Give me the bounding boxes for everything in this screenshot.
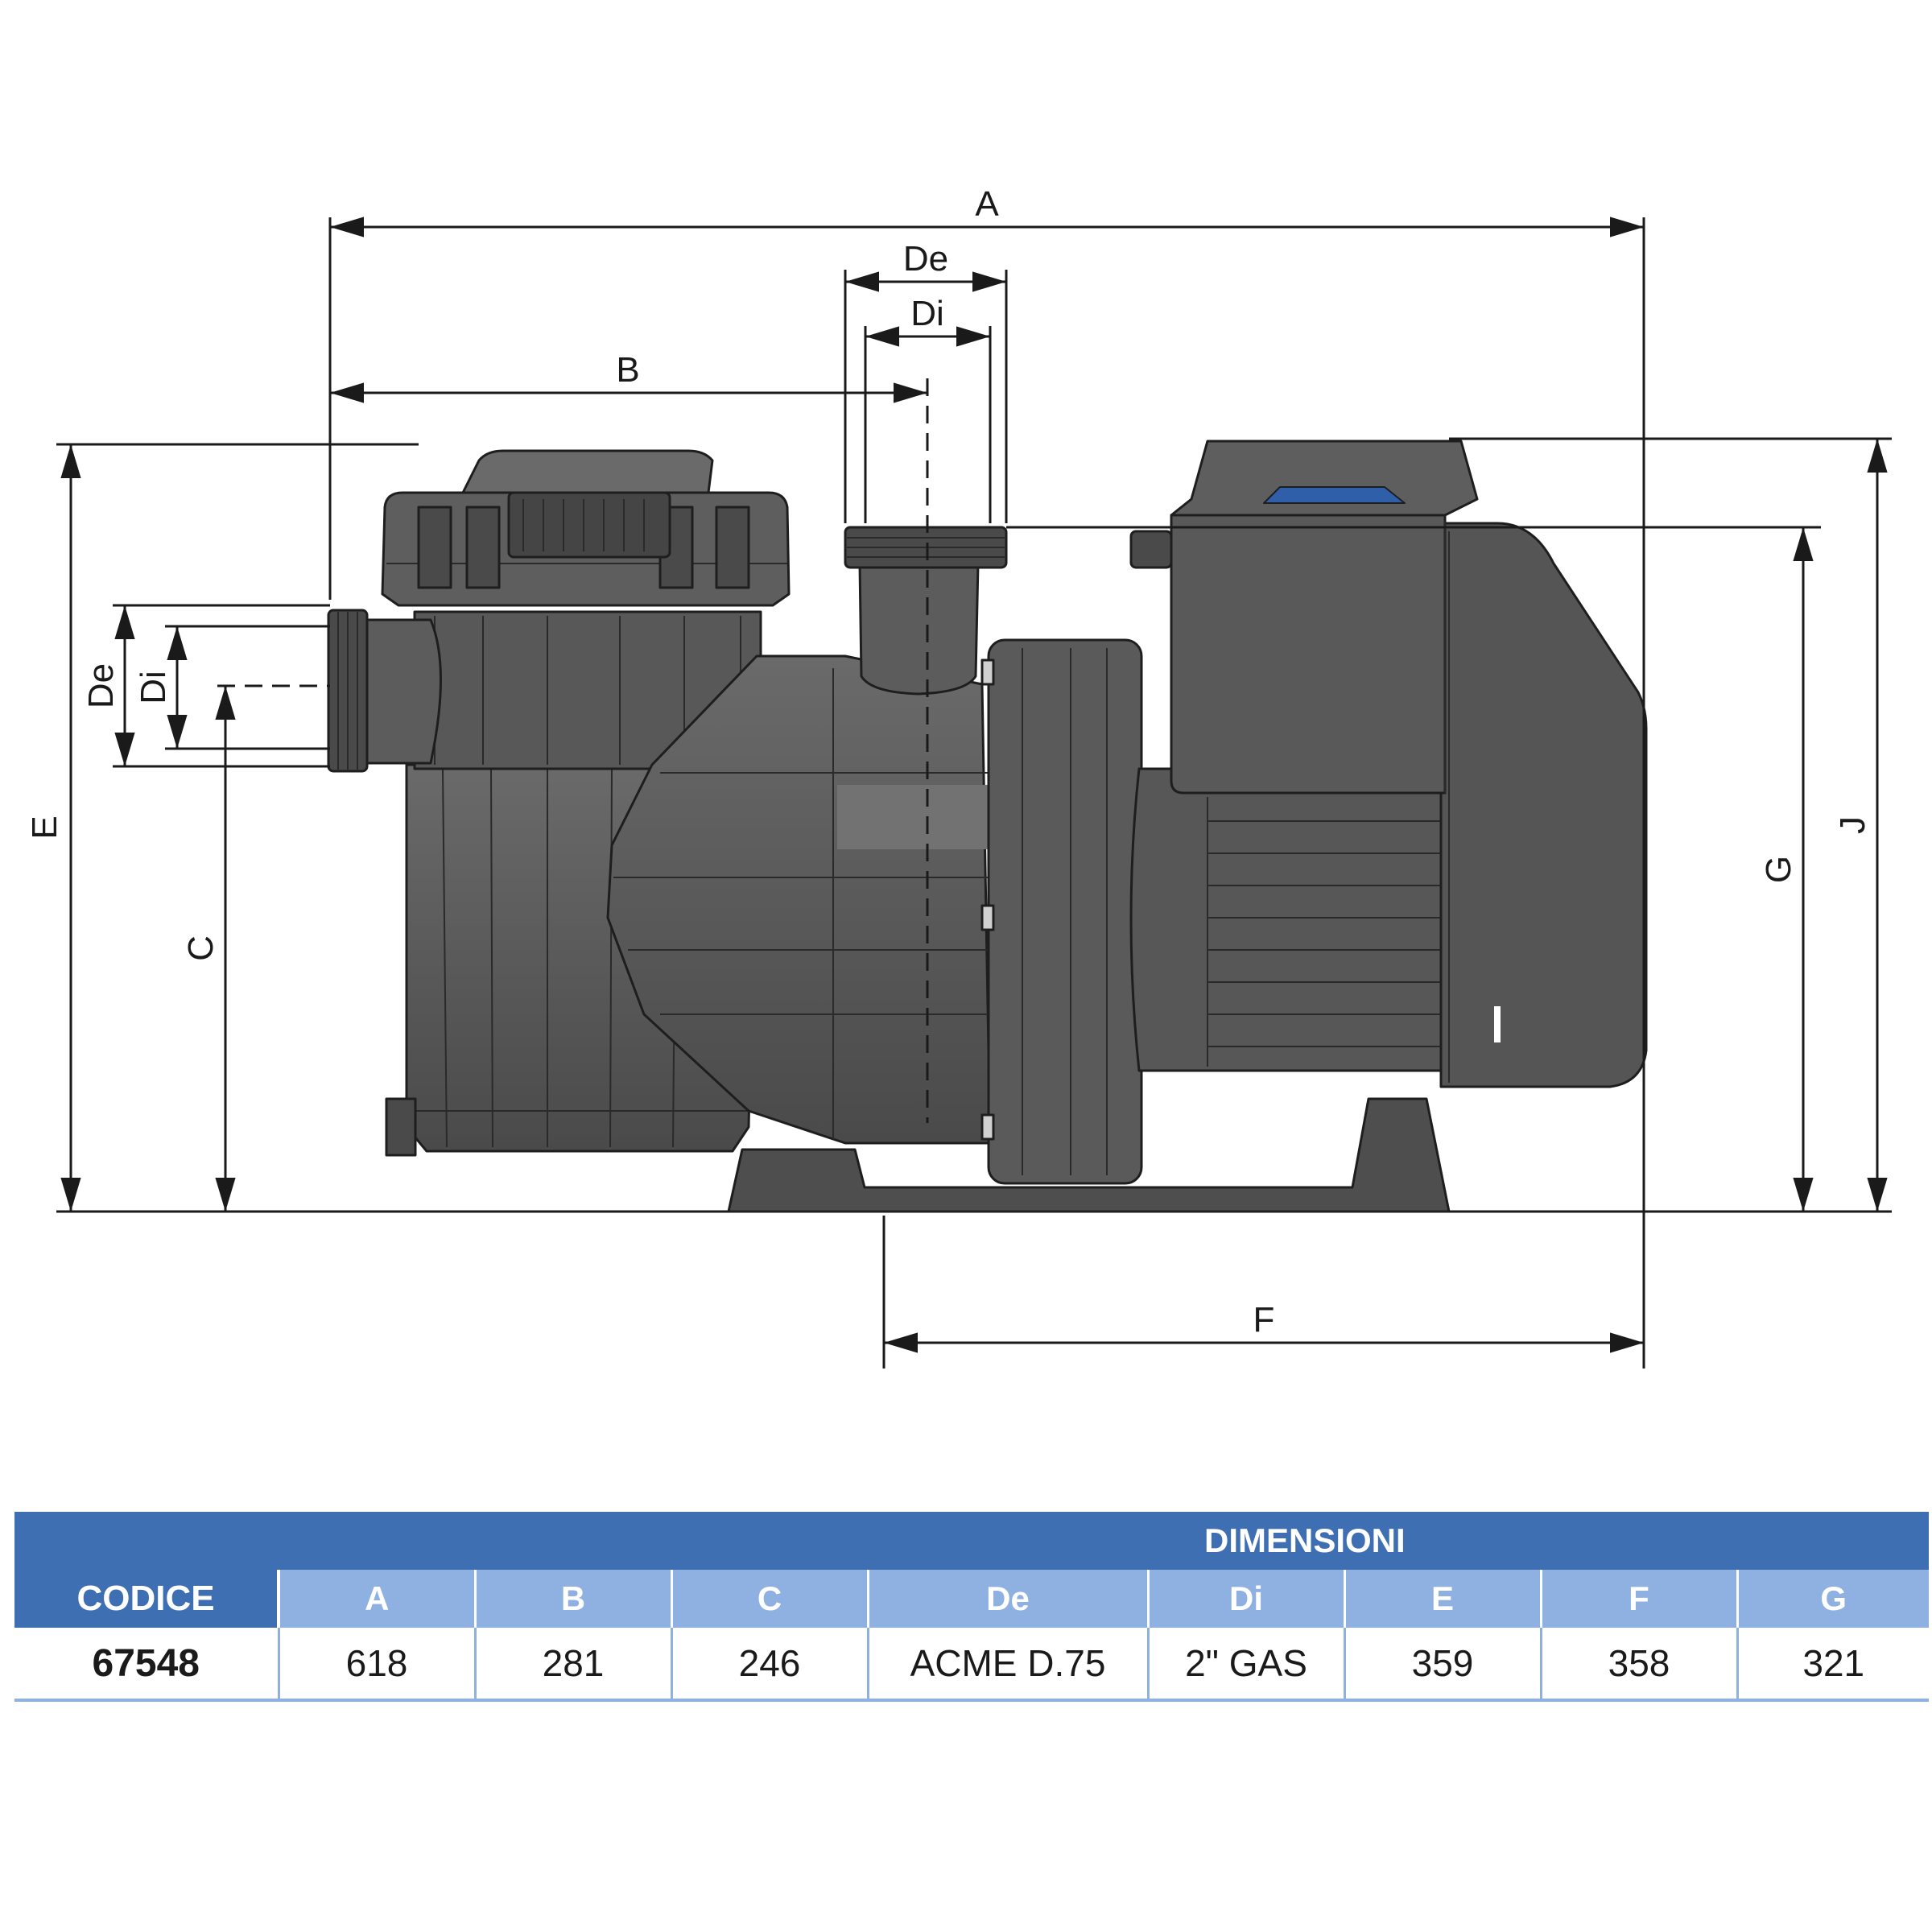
- lid-knob: [507, 491, 671, 559]
- label-De-left: De: [81, 663, 121, 708]
- header-col: A: [279, 1570, 477, 1628]
- lid-handle: [461, 449, 714, 494]
- header-col: C: [671, 1570, 869, 1628]
- label-Di-left: Di: [134, 671, 173, 704]
- motor-flange: [987, 638, 1143, 1185]
- pump-dimension-drawing: A B De Di F E C De Di G J: [25, 184, 1892, 1368]
- label-G: G: [1759, 856, 1798, 883]
- label-E: E: [25, 815, 64, 839]
- table-cell: 2" GAS: [1148, 1628, 1346, 1702]
- label-De-top: De: [903, 239, 948, 279]
- control-top: [1170, 440, 1479, 517]
- cable-gland: [1129, 530, 1173, 569]
- label-A: A: [975, 184, 999, 224]
- header-codice: CODICE: [14, 1570, 280, 1628]
- control-unit: [1170, 514, 1447, 795]
- table-cell: 281: [475, 1628, 673, 1702]
- header-col: E: [1344, 1570, 1542, 1628]
- header-col: F: [1541, 1570, 1739, 1628]
- motor-body: [1129, 767, 1443, 1072]
- table-group-header-row: DIMENSIONI: [14, 1512, 1929, 1570]
- label-J: J: [1833, 816, 1872, 834]
- pump-illustration: [327, 440, 1648, 1213]
- header-col: De: [868, 1570, 1150, 1628]
- pump-base: [727, 1097, 1451, 1213]
- table-cell: 358: [1541, 1628, 1739, 1702]
- label-B: B: [616, 350, 639, 390]
- table-cell: 321: [1737, 1628, 1929, 1702]
- fan-cover: [1439, 522, 1648, 1088]
- control-display: [1263, 486, 1406, 504]
- dimensions-table: DIMENSIONI CODICE A B C De Di E F G 6754…: [14, 1512, 1929, 1702]
- table-cell: 618: [279, 1628, 477, 1702]
- table-cell: 359: [1344, 1628, 1542, 1702]
- group-header-dimensioni: DIMENSIONI: [1148, 1512, 1929, 1570]
- table-row: 67548 618 281 246 ACME D.75 2" GAS 359 3…: [14, 1628, 1929, 1702]
- cell-codice: 67548: [14, 1628, 280, 1702]
- header-col: G: [1737, 1570, 1929, 1628]
- label-Di-top: Di: [910, 294, 944, 333]
- table-header-row: CODICE A B C De Di E F G: [14, 1570, 1929, 1628]
- drain-plug: [385, 1097, 417, 1157]
- header-col: B: [475, 1570, 673, 1628]
- dimension-lines: [56, 217, 1892, 1368]
- dimension-labels: A B De Di F E C De Di G J: [25, 184, 1872, 1340]
- inlet-pipe: [365, 618, 442, 765]
- outlet-pipe: [858, 562, 980, 696]
- label-F: F: [1253, 1300, 1275, 1340]
- table-cell: ACME D.75: [868, 1628, 1150, 1702]
- label-C: C: [181, 935, 221, 961]
- header-col: Di: [1148, 1570, 1346, 1628]
- table-cell: 246: [671, 1628, 869, 1702]
